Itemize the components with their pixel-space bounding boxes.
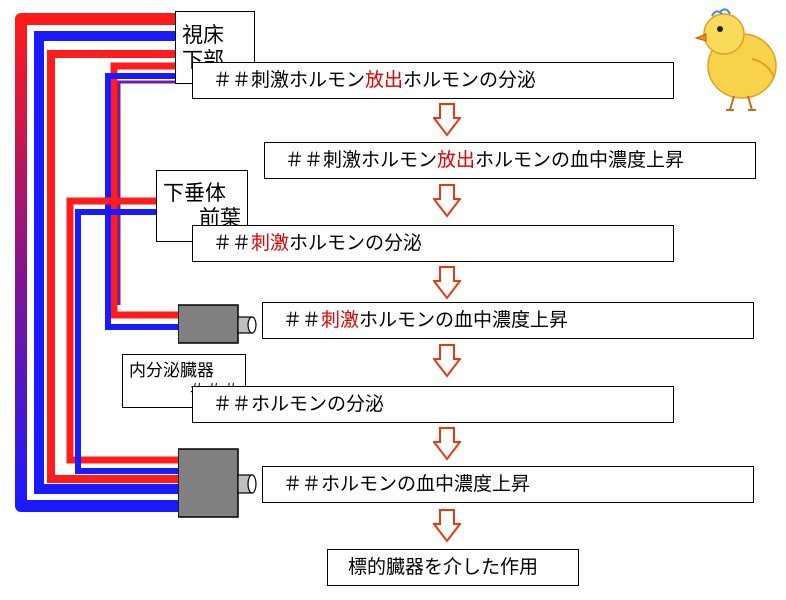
pit-red-pipe <box>66 197 186 464</box>
step-box-7: 標的臓器を介した作用 <box>327 549 579 586</box>
step-box-3: ＃＃刺激ホルモンの分泌 <box>192 225 674 262</box>
down-arrow-icon <box>433 427 461 461</box>
endocrine-line1: 内分泌臓器 <box>129 360 214 381</box>
step-text-segment: ＃＃ <box>213 232 252 254</box>
chick-icon <box>694 8 777 111</box>
step-text-highlight: 刺激 <box>321 309 360 331</box>
step-box-4: ＃＃刺激ホルモンの血中濃度上昇 <box>262 302 754 339</box>
pit-blue-pipe <box>75 209 186 474</box>
step-text: ＃＃ホルモンの分泌 <box>213 395 384 414</box>
step-text: 標的臓器を介した作用 <box>348 558 538 577</box>
outer-blue-pipe <box>34 31 186 494</box>
step-box-6: ＃＃ホルモンの血中濃度上昇 <box>262 466 754 503</box>
mid-red-pipe <box>110 62 186 319</box>
small-gland-icon <box>178 304 257 344</box>
step-text-highlight: 放出 <box>365 69 404 91</box>
step-text-segment: ホルモンの分泌 <box>289 232 423 254</box>
step-text-highlight: 刺激 <box>251 232 290 254</box>
step-text-segment: ＃＃ホルモンの分泌 <box>213 393 385 415</box>
step-text-segment: ホルモンの血中濃度上昇 <box>359 309 569 331</box>
step-text-segment: ホルモンの分泌 <box>403 69 537 91</box>
mid-purple-pipe <box>117 80 186 305</box>
hypothalamus-line1: 視床 <box>182 22 224 47</box>
step-text-segment: ＃＃刺激ホルモン <box>213 69 366 91</box>
large-gland-icon <box>178 448 257 518</box>
outer-feedback-pipe <box>15 13 186 512</box>
step-text-segment: 標的臓器を介した作用 <box>348 556 539 578</box>
step-text: ＃＃刺激ホルモン放出ホルモンの血中濃度上昇 <box>285 151 684 170</box>
step-text: ＃＃刺激ホルモンの分泌 <box>213 234 422 253</box>
step-text-highlight: 放出 <box>437 149 476 171</box>
down-arrow-icon <box>433 266 461 300</box>
outer-red-pipe <box>47 50 186 483</box>
step-text: ＃＃刺激ホルモン放出ホルモンの分泌 <box>213 71 536 90</box>
down-arrow-icon <box>433 103 461 137</box>
pituitary-line1: 下垂体 <box>163 181 226 206</box>
step-text-segment: ＃＃刺激ホルモン <box>285 149 438 171</box>
step-text-segment: ＃＃ <box>283 309 322 331</box>
step-text-segment: ホルモンの血中濃度上昇 <box>475 149 685 171</box>
step-box-1: ＃＃刺激ホルモン放出ホルモンの分泌 <box>192 62 674 99</box>
step-text-segment: ＃＃ホルモンの血中濃度上昇 <box>283 473 531 495</box>
down-arrow-icon <box>433 184 461 218</box>
step-text: ＃＃刺激ホルモンの血中濃度上昇 <box>283 311 568 330</box>
step-text: ＃＃ホルモンの血中濃度上昇 <box>283 475 530 494</box>
down-arrow-icon <box>433 344 461 378</box>
step-box-2: ＃＃刺激ホルモン放出ホルモンの血中濃度上昇 <box>264 142 756 179</box>
step-box-5: ＃＃ホルモンの分泌 <box>192 386 674 423</box>
down-arrow-icon <box>433 509 461 543</box>
